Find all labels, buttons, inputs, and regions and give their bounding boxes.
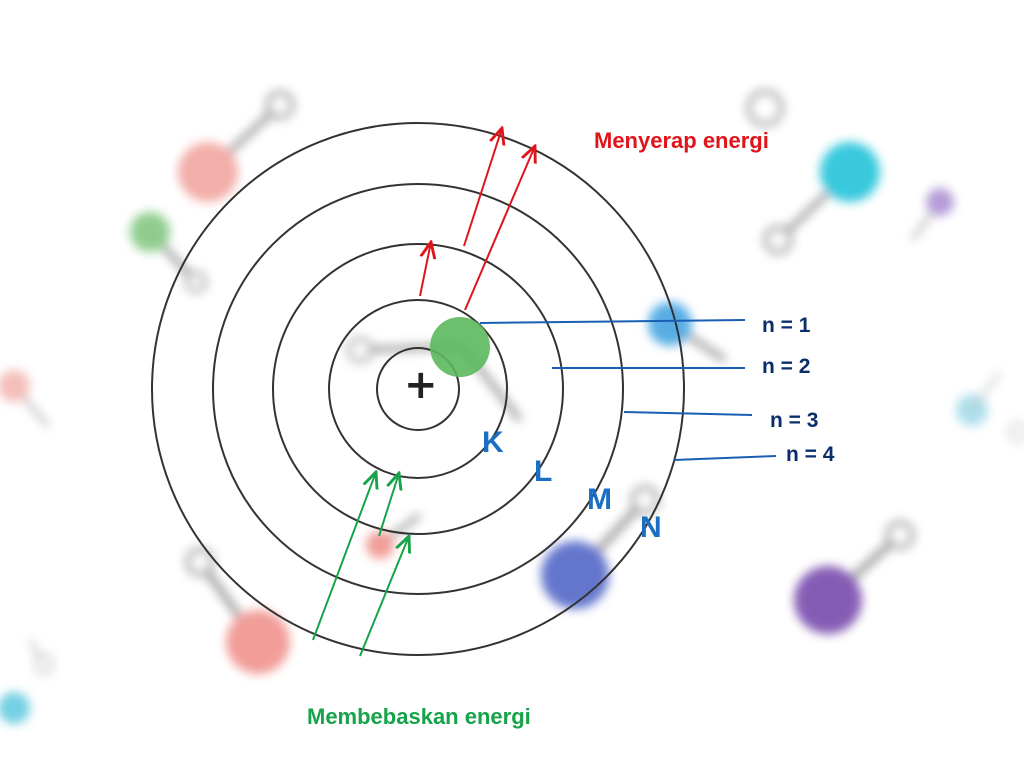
electron: [430, 317, 490, 377]
leader-lines: [479, 319, 777, 461]
shell-letter-l: L: [534, 455, 553, 488]
molecule-purple-lower-right: [794, 520, 915, 634]
orbit-n: [151, 122, 685, 656]
release-arrow-2: [378, 473, 399, 537]
leader-n1: [479, 319, 746, 324]
orbit-k: [328, 299, 508, 479]
orbit-label-n3: n = 3: [770, 409, 819, 432]
orbit-label-n2: n = 2: [762, 355, 811, 378]
orbit-shells: [151, 122, 685, 656]
shell-letter-m: M: [587, 483, 612, 516]
orbit-l: [272, 243, 564, 535]
molecule-salmon-small: [366, 513, 422, 559]
shell-letter-k: K: [482, 426, 504, 459]
leader-n4: [673, 455, 777, 461]
shell-letter-n: N: [640, 511, 662, 544]
molecule-salmon-top-left: [178, 90, 295, 202]
orbit-m: [212, 183, 624, 595]
molecule-left-edge: [0, 370, 50, 428]
absorb-arrow-1: [419, 242, 431, 297]
nucleus-plus-sign: +: [404, 362, 438, 408]
molecule-salmon-lower-left: [185, 547, 290, 674]
release-energy-label: Membebaskan energi: [307, 704, 531, 729]
release-arrow-1: [312, 472, 376, 641]
molecule-right-edge: [956, 371, 1024, 442]
absorb-arrow-3: [464, 146, 535, 311]
absorb-arrows: [419, 128, 535, 311]
orbit-label-n1: n = 1: [762, 314, 811, 337]
absorb-arrow-2: [463, 128, 502, 247]
molecule-indigo-lower: [541, 485, 660, 609]
nucleus: [376, 347, 460, 431]
orbit-label-n4: n = 4: [786, 443, 835, 466]
molecule-blue-mid-right: [648, 302, 727, 363]
molecule-green-left: [130, 212, 207, 293]
leader-n3: [623, 411, 753, 416]
release-arrow-3: [359, 536, 409, 657]
background-molecules: [0, 89, 1024, 724]
absorb-energy-label: Menyerap energi: [594, 128, 769, 153]
molecule-purple-small: [910, 188, 954, 242]
molecule-bottom-left: [0, 639, 54, 724]
release-arrows: [312, 472, 409, 657]
molecule-cyan-top-right: [746, 89, 880, 255]
